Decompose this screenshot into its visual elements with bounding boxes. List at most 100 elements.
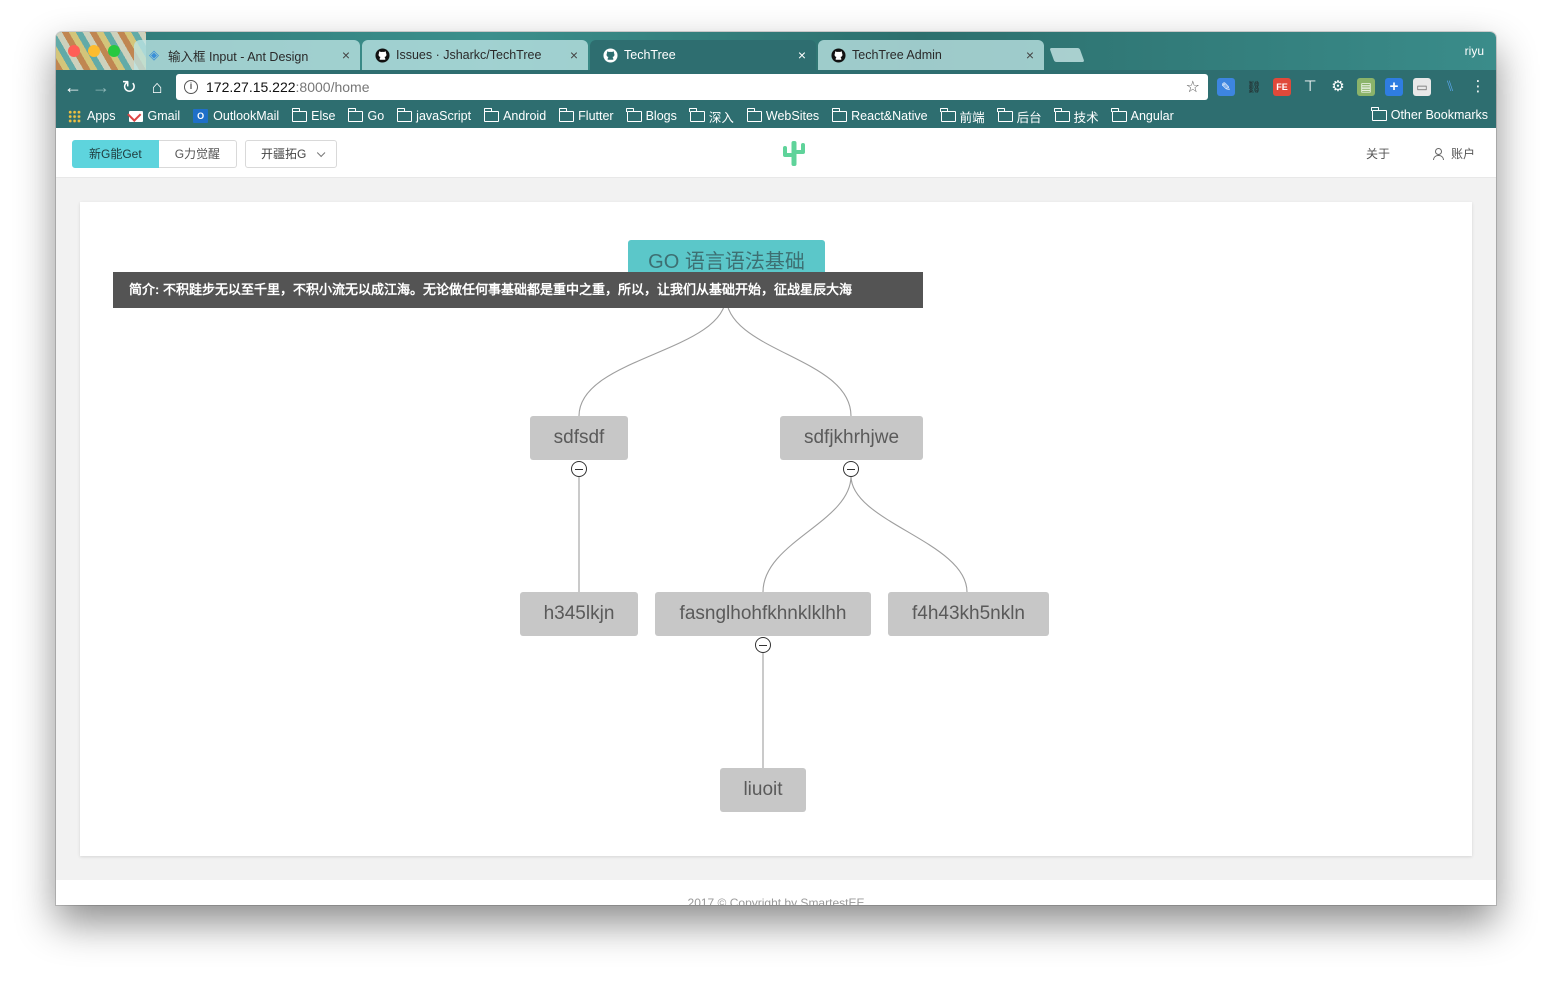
bookmark-label: React&Native <box>851 109 928 123</box>
edge-root-sdfjkhrhjwe <box>725 295 852 417</box>
address-bar[interactable]: i 172.27.15.222:8000/home ☆ <box>176 74 1208 100</box>
close-tab-icon[interactable]: × <box>797 47 806 63</box>
tree-node[interactable]: fasnglhohfkhnklklhh <box>655 592 871 636</box>
browser-menu-icon[interactable]: ⋮ <box>1470 78 1486 95</box>
tab-title: TechTree Admin <box>852 48 942 62</box>
extension-plus-icon[interactable]: + <box>1385 78 1403 96</box>
bookmark-folder-websites[interactable]: WebSites <box>746 107 820 123</box>
github-icon <box>374 47 390 63</box>
extension-slash-icon[interactable]: ⑊ <box>1445 78 1455 95</box>
bookmark-label: Gmail <box>147 109 181 123</box>
collapse-minus-icon[interactable] <box>571 461 587 477</box>
tab-title: TechTree <box>624 48 676 62</box>
bookmark-folder-deep[interactable]: 深入 <box>689 107 734 126</box>
edge-sdfjkhrhjwe-f4h43kh5nkln <box>850 475 968 593</box>
bookmark-apps[interactable]: Apps <box>68 109 116 123</box>
explore-dropdown[interactable]: 开疆拓G <box>245 140 338 168</box>
edge-root-sdfsdf <box>578 295 727 417</box>
extension-notes-icon[interactable]: ▤ <box>1357 78 1375 96</box>
minimize-window-icon[interactable] <box>88 45 100 57</box>
extension-window-icon[interactable]: ▭ <box>1413 78 1431 96</box>
collapse-minus-icon[interactable] <box>843 461 859 477</box>
bookmark-label: Apps <box>87 109 116 123</box>
tab-title: 输入框 Input - Ant Design <box>168 49 309 64</box>
other-bookmarks[interactable]: Other Bookmarks <box>1371 106 1488 122</box>
bookmark-label: Flutter <box>578 109 614 123</box>
extension-gear-icon[interactable]: ⚙ <box>1331 78 1345 95</box>
folder-icon <box>746 107 762 122</box>
tree-node[interactable]: sdfjkhrhjwe <box>780 416 923 460</box>
bookmark-label: WebSites <box>765 109 820 123</box>
tree-node[interactable]: f4h43kh5nkln <box>888 592 1049 636</box>
new-tab-button[interactable] <box>1049 48 1085 62</box>
dropdown-label: 开疆拓G <box>261 147 307 161</box>
bookmark-folder-tech[interactable]: 技术 <box>1054 107 1099 126</box>
folder-icon <box>1371 106 1387 121</box>
tab-ant-design[interactable]: ◈ 输入框 Input - Ant Design × <box>134 40 360 70</box>
bookmark-folder-blogs[interactable]: Blogs <box>626 107 677 123</box>
bookmark-star-icon[interactable]: ☆ <box>1185 79 1200 96</box>
folder-icon <box>291 107 308 122</box>
other-bookmarks-label: Other Bookmarks <box>1390 108 1488 122</box>
reload-icon[interactable]: ↻ <box>121 77 137 97</box>
browser-toolbar: ← → ↻ ⌂ i 172.27.15.222:8000/home ☆ ✎ ⛓ … <box>56 70 1496 104</box>
extension-pen-icon[interactable]: ✎ <box>1217 78 1235 96</box>
close-tab-icon[interactable]: × <box>1025 47 1034 63</box>
menu-about-link[interactable]: 关于 <box>1366 147 1391 161</box>
extension-t-icon[interactable]: ⊤ <box>1303 78 1317 95</box>
close-tab-icon[interactable]: × <box>341 47 350 63</box>
mode-new-get-button[interactable]: 新G能Get <box>72 140 159 168</box>
apps-grid-icon <box>68 109 81 123</box>
tree-node[interactable]: sdfsdf <box>530 416 628 460</box>
bookmark-folder-backend[interactable]: 后台 <box>997 107 1042 126</box>
close-window-icon[interactable] <box>68 45 80 57</box>
bookmark-gmail[interactable]: Gmail <box>128 109 181 123</box>
copyright-text: 2017 © Copyright by SmartestEE <box>687 896 865 905</box>
cactus-logo-icon[interactable] <box>778 137 810 169</box>
extension-fe-icon[interactable]: FE <box>1273 78 1291 96</box>
bookmark-label: Else <box>311 109 336 123</box>
bookmark-folder-angular[interactable]: Angular <box>1111 107 1174 123</box>
menu-account-label: 账户 <box>1451 147 1476 161</box>
node-tooltip: 简介: 不积跬步无以至千里，不积小流无以成江海。无论做任何事基础都是重中之重，所… <box>113 272 923 308</box>
bookmark-label: 技术 <box>1073 110 1099 125</box>
close-tab-icon[interactable]: × <box>569 47 578 63</box>
forward-arrow-icon[interactable]: → <box>92 77 110 97</box>
bookmark-label: Blogs <box>645 109 677 123</box>
tree-card: GO 语言语法基础 sdfsdf sdfjkhrhjwe h345lkjn fa… <box>80 202 1472 856</box>
bookmark-folder-javascript[interactable]: javaScript <box>396 107 472 123</box>
folder-icon <box>831 107 848 122</box>
chevron-down-icon <box>317 148 326 158</box>
folder-icon <box>558 107 575 122</box>
bookmark-folder-android[interactable]: Android <box>483 107 547 123</box>
bookmark-label: Android <box>503 109 547 123</box>
menu-account-link[interactable]: 账户 <box>1432 145 1475 162</box>
bookmark-label: javaScript <box>416 109 472 123</box>
mode-switch: 新G能Get G力觉醒 <box>72 140 238 168</box>
tree-node[interactable]: h345lkjn <box>520 592 638 636</box>
bookmark-folder-flutter[interactable]: Flutter <box>558 107 614 123</box>
bookmark-label: Go <box>367 109 385 123</box>
maximize-window-icon[interactable] <box>108 45 120 57</box>
folder-icon <box>689 107 705 122</box>
tab-techtree[interactable]: TechTree × <box>590 40 816 70</box>
back-arrow-icon[interactable]: ← <box>64 77 82 97</box>
site-info-icon[interactable]: i <box>184 80 198 94</box>
tree-node[interactable]: liuoit <box>720 768 806 812</box>
bookmark-folder-frontend[interactable]: 前端 <box>940 107 985 126</box>
home-icon[interactable]: ⌂ <box>151 77 163 97</box>
profile-name[interactable]: riyu <box>1464 44 1484 58</box>
github-icon <box>830 47 846 63</box>
mode-awakening-button[interactable]: G力觉醒 <box>158 140 238 168</box>
folder-icon <box>1111 107 1127 122</box>
collapse-minus-icon[interactable] <box>755 637 771 653</box>
extension-link-icon[interactable]: ⛓ <box>1246 80 1262 94</box>
bookmark-folder-else[interactable]: Else <box>291 107 336 123</box>
tab-techtree-admin[interactable]: TechTree Admin × <box>818 40 1044 70</box>
ant-design-icon: ◈ <box>149 47 159 62</box>
bookmark-folder-go[interactable]: Go <box>348 107 385 123</box>
bookmark-folder-react-native[interactable]: React&Native <box>831 107 928 123</box>
tab-issues[interactable]: Issues · Jsharkc/TechTree × <box>362 40 588 70</box>
